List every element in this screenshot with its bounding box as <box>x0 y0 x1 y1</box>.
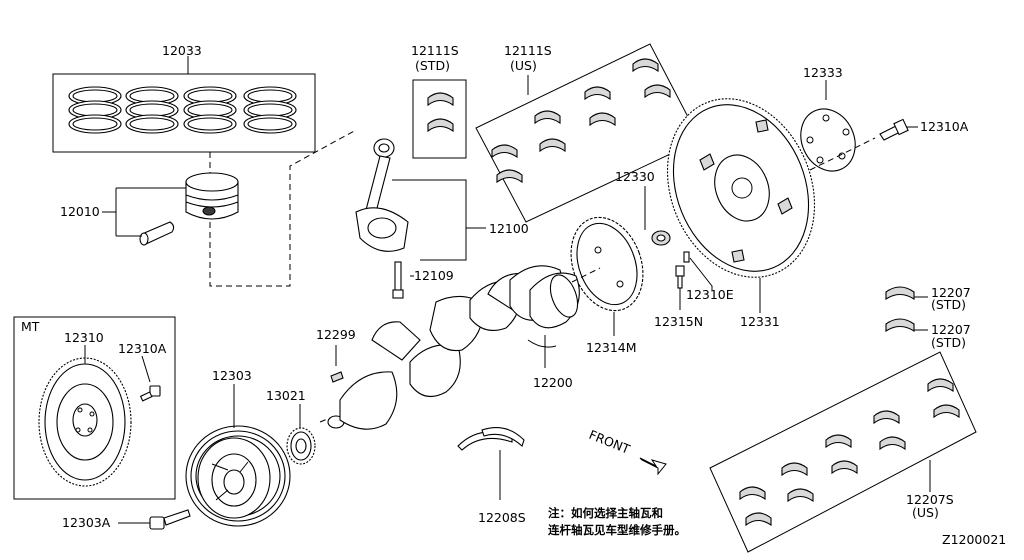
label-12207s: 12207S <box>906 492 954 507</box>
label-12207-std-2-sub: (STD) <box>931 335 966 350</box>
conrod-bearing-std-box: 12111S (STD) <box>411 43 467 159</box>
label-12207-std-1: 12207 <box>931 285 971 300</box>
mt-flywheel-box: MT 12310 12310A <box>13 316 176 500</box>
note-line-1: 注：如何选择主轴瓦和 <box>548 506 663 520</box>
label-12200: 12200 <box>533 375 573 390</box>
label-12100: 12100 <box>489 221 529 236</box>
label-12207-std-2: 12207 <box>931 322 971 337</box>
piston-ring-set-box: 12033 <box>52 43 316 153</box>
mt-label: MT <box>21 319 40 334</box>
label-12315n: 12315N <box>654 314 703 329</box>
piston <box>185 172 239 220</box>
signal-plate <box>570 216 644 312</box>
label-12310: 12310 <box>64 330 104 345</box>
mt-flywheel <box>38 357 132 487</box>
main-bearing-std-1: 12207 (STD) <box>885 285 971 312</box>
conrod-bearing-us-box: 12111S (US) <box>475 43 701 223</box>
label-12331: 12331 <box>740 314 780 329</box>
plate-bolt <box>675 265 685 289</box>
conrod-bolt <box>392 261 404 299</box>
label-12303: 12303 <box>212 368 252 383</box>
label-12208s: 12208S <box>478 510 526 525</box>
mt-flywheel-bolt <box>139 385 161 402</box>
piston-pin <box>139 221 175 246</box>
pulley-bolt <box>149 509 191 530</box>
diagram-id: Z1200021 <box>942 532 1006 547</box>
front-indicator: FRONT <box>587 427 667 476</box>
label-12109: 12109 <box>414 268 454 283</box>
label-12310e: 12310E <box>686 287 734 302</box>
crank-sprocket <box>286 427 316 465</box>
label-12333: 12333 <box>803 65 843 80</box>
label-12207s-sub: (US) <box>912 505 939 520</box>
drive-plate <box>666 98 816 278</box>
label-12207-std-1-sub: (STD) <box>931 297 966 312</box>
piston-ring-set <box>68 86 297 134</box>
flywheel-bolt-top <box>879 118 909 141</box>
label-12299: 12299 <box>316 327 356 342</box>
label-12111s-us-sub: (US) <box>510 58 537 73</box>
label-12111s-std: 12111S <box>411 43 459 58</box>
flywheel-plate <box>800 108 856 172</box>
label-12310a-top: 12310A <box>920 119 969 134</box>
dowel-pin <box>683 251 690 263</box>
main-bearing-std-2: 12207 (STD) <box>885 318 971 350</box>
label-12330: 12330 <box>615 169 655 184</box>
thrust-washers <box>457 427 525 451</box>
woodruff-key <box>330 371 344 383</box>
label-12303a: 12303A <box>62 515 111 530</box>
crankshaft <box>327 265 580 430</box>
label-12111s-std-sub: (STD) <box>415 58 450 73</box>
crank-pulley <box>185 425 291 527</box>
label-12310a-mt: 12310A <box>118 341 167 356</box>
label-12111s-us: 12111S <box>504 43 552 58</box>
front-label: FRONT <box>587 427 633 457</box>
label-12033: 12033 <box>162 43 202 58</box>
main-bearing-us-box: 12207S (US) <box>709 351 977 553</box>
label-12010: 12010 <box>60 204 100 219</box>
connecting-rod <box>355 138 409 252</box>
label-13021: 13021 <box>266 388 306 403</box>
pilot-bushing <box>651 230 671 246</box>
label-12314m: 12314M <box>586 340 637 355</box>
note-line-2: 连杆轴瓦见车型维修手册。 <box>548 523 686 537</box>
